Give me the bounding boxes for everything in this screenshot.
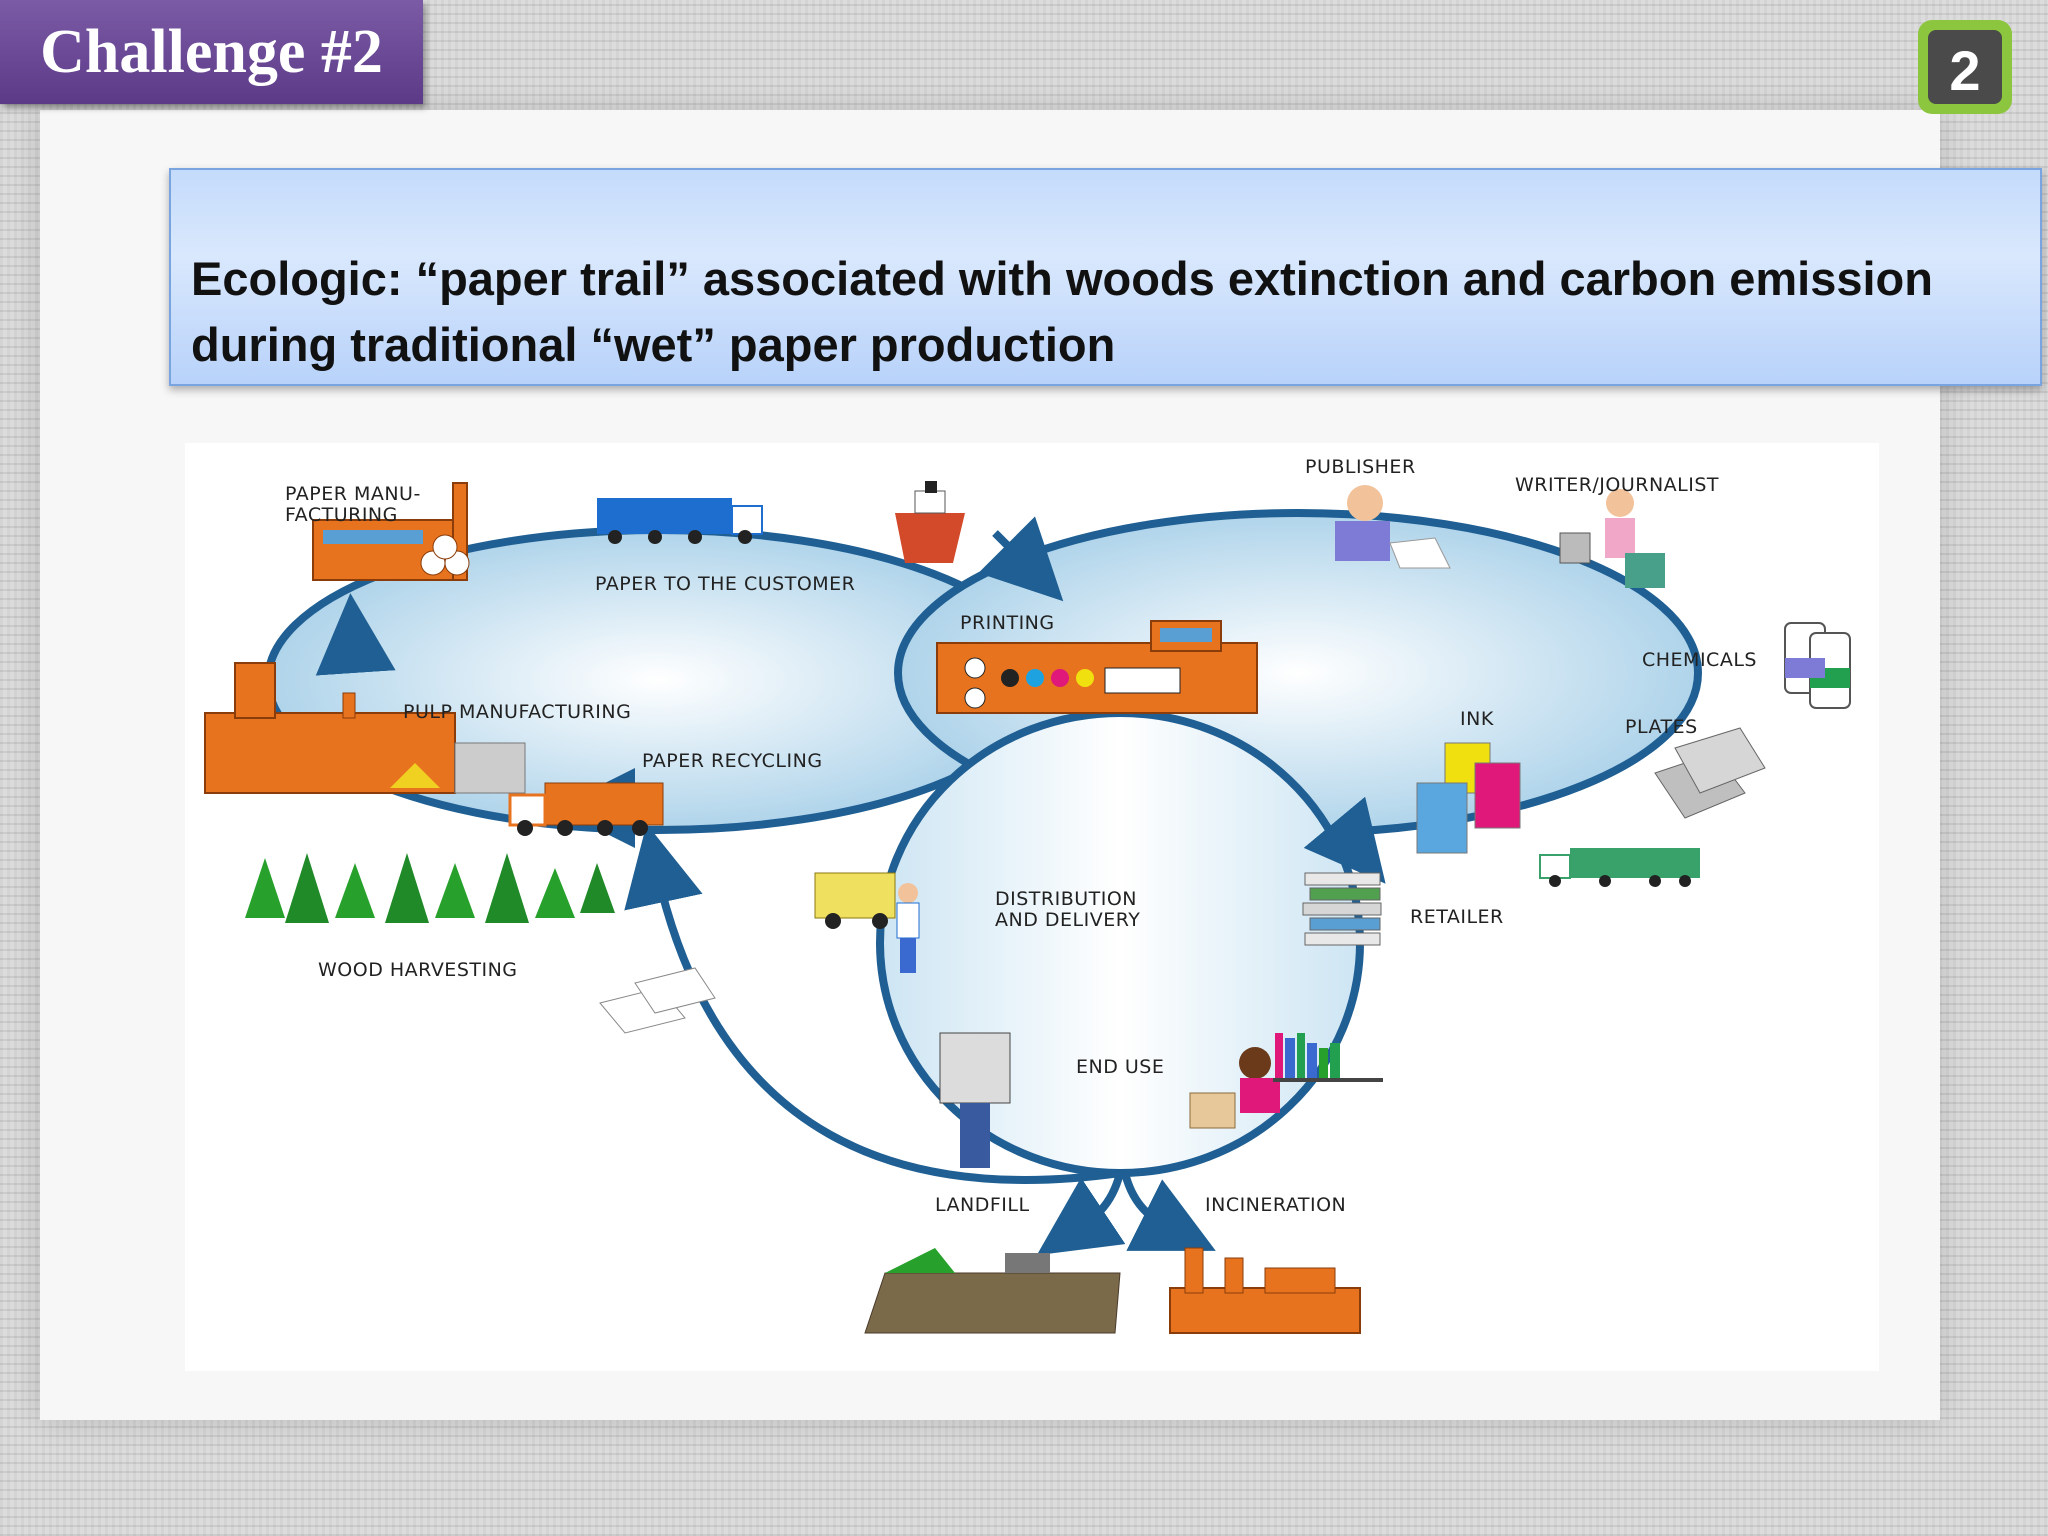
lifecycle-svg: PAPER MANU- FACTURING PAPER TO THE CUSTO… (204, 456, 1851, 1334)
label-pulp-manufacturing: PULP MANUFACTURING (403, 701, 631, 723)
paper-lifecycle-diagram: PAPER MANU- FACTURING PAPER TO THE CUSTO… (185, 443, 1879, 1371)
writer-icon (1559, 489, 1665, 588)
page-number-badge: 2 (1912, 14, 2018, 120)
label-retailer: RETAILER (1410, 906, 1504, 928)
label-end-use: END USE (1076, 1056, 1164, 1078)
arrow-to-landfill (1036, 1171, 1126, 1256)
recycle-frame-icon: 2 (1918, 20, 2012, 114)
label-publisher: PUBLISHER (1305, 456, 1416, 478)
label-ink: INK (1460, 708, 1494, 730)
label-landfill: LANDFILL (935, 1194, 1030, 1216)
ship-icon (895, 481, 965, 563)
label-paper-recycling: PAPER RECYCLING (642, 750, 823, 772)
books-stack-icon (1302, 872, 1382, 946)
paper-factory-icon (312, 482, 470, 581)
forest-trees-icon (245, 853, 615, 923)
label-incineration: INCINERATION (1205, 1194, 1346, 1216)
truck-icon-top (597, 498, 763, 544)
slide-title: Ecologic: “paper trail” associated with … (191, 246, 2021, 378)
title-line-1: Ecologic: “paper trail” associated with … (191, 252, 1933, 305)
arrow-to-incineration (1121, 1171, 1216, 1251)
label-paper-manufacturing-1: PAPER MANU- (285, 483, 421, 505)
pulp-factory-icon (204, 662, 526, 794)
label-distribution-2: AND DELIVERY (995, 909, 1140, 931)
label-wood-harvesting: WOOD HARVESTING (318, 959, 518, 981)
landfill-icon (864, 1248, 1121, 1334)
publisher-icon (1335, 485, 1451, 569)
recycling-truck-icon (508, 782, 664, 836)
label-plates: PLATES (1625, 716, 1698, 738)
label-chemicals: CHEMICALS (1642, 649, 1757, 671)
page-number: 2 (1949, 39, 1980, 102)
title-box: Ecologic: “paper trail” associated with … (169, 168, 2042, 386)
label-printing: PRINTING (960, 612, 1055, 634)
incineration-factory-icon (1169, 1247, 1361, 1334)
label-distribution-1: DISTRIBUTION (995, 888, 1137, 910)
reading-woman-icon (1189, 1047, 1280, 1129)
paper-pile-icon (599, 967, 716, 1034)
challenge-tab: Challenge #2 (0, 0, 423, 104)
printing-press-icon (936, 620, 1258, 714)
arrow-to-retailer (1303, 796, 1386, 884)
arrow-to-pulp (315, 593, 396, 676)
label-paper-to-customer: PAPER TO THE CUSTOMER (595, 573, 855, 595)
challenge-label: Challenge #2 (40, 17, 383, 86)
label-paper-manufacturing-2: FACTURING (285, 504, 398, 526)
label-writer: WRITER/JOURNALIST (1515, 474, 1719, 496)
truck-icon-green (1539, 848, 1700, 887)
delivery-person-icon (896, 883, 920, 973)
title-line-2: during traditional “wet” paper productio… (191, 318, 1116, 371)
ink-barrels-icon (1416, 742, 1521, 854)
newspaper-reader-icon (939, 1032, 1011, 1168)
delivery-van-icon (814, 872, 896, 929)
arrow-to-printing (978, 516, 1064, 602)
chemicals-bottles-icon (1784, 622, 1851, 709)
lower-cycle-loop (876, 709, 1364, 1177)
plates-icon (1654, 727, 1766, 819)
bookshelf-icon (1273, 1033, 1383, 1082)
